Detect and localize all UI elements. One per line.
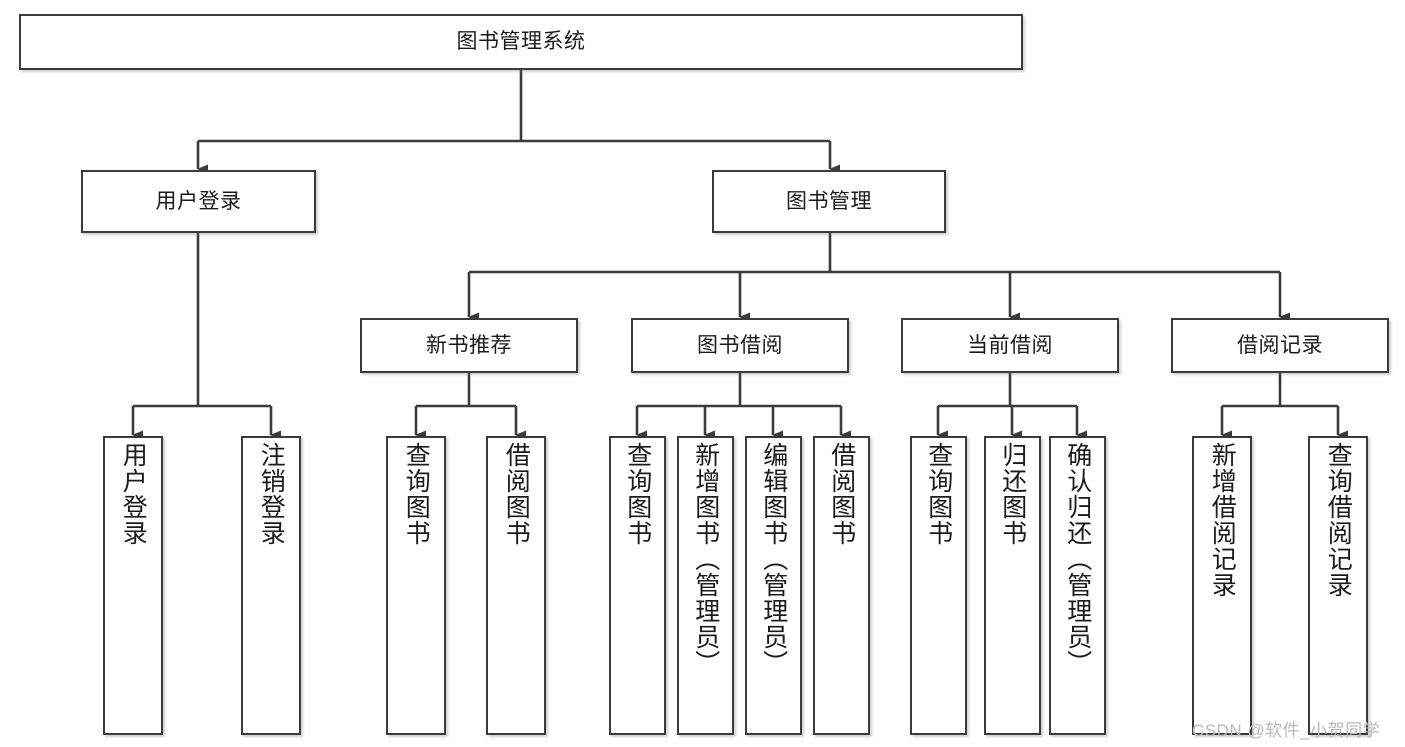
- node-current-borrow[interactable]: 当前借阅: [901, 318, 1119, 373]
- node-label: 查询图书: [924, 442, 953, 546]
- node-leaf-bb-edit-book[interactable]: 编辑图书（管理员）: [745, 436, 802, 735]
- node-label: 新增图书（管理员）: [691, 442, 720, 676]
- node-label: 归还图书: [998, 442, 1027, 546]
- node-leaf-logout[interactable]: 注销登录: [241, 436, 301, 735]
- node-label: 图书管理系统: [456, 30, 586, 54]
- node-label: 确认归还（管理员）: [1063, 442, 1092, 676]
- node-label: 查询图书: [623, 442, 652, 546]
- node-label: 查询借阅记录: [1324, 442, 1353, 598]
- node-leaf-user-login[interactable]: 用户登录: [103, 436, 163, 735]
- node-label: 图书管理: [786, 189, 872, 213]
- node-label: 借阅记录: [1237, 333, 1323, 357]
- node-new-book-rec[interactable]: 新书推荐: [360, 318, 578, 373]
- node-label: 注销登录: [257, 442, 286, 546]
- node-borrow-record[interactable]: 借阅记录: [1171, 318, 1389, 373]
- node-label: 编辑图书（管理员）: [759, 442, 788, 676]
- node-leaf-cb-confirm-return[interactable]: 确认归还（管理员）: [1049, 436, 1106, 735]
- node-leaf-rec-query-book[interactable]: 查询图书: [386, 436, 446, 735]
- node-label: 图书借阅: [697, 333, 783, 357]
- node-leaf-br-query-record[interactable]: 查询借阅记录: [1308, 436, 1368, 735]
- node-label: 新增借阅记录: [1208, 442, 1237, 598]
- node-leaf-bb-add-book[interactable]: 新增图书（管理员）: [677, 436, 734, 735]
- node-leaf-bb-query-book[interactable]: 查询图书: [609, 436, 666, 735]
- node-label: 查询图书: [402, 442, 431, 546]
- node-label: 用户登录: [155, 189, 242, 213]
- node-label: 新书推荐: [426, 333, 512, 357]
- node-leaf-br-add-record[interactable]: 新增借阅记录: [1192, 436, 1252, 735]
- node-label: 借阅图书: [502, 442, 531, 546]
- node-book-borrow[interactable]: 图书借阅: [631, 318, 849, 373]
- node-leaf-rec-borrow-book[interactable]: 借阅图书: [486, 436, 546, 735]
- node-leaf-cb-query-book[interactable]: 查询图书: [910, 436, 967, 735]
- node-book-manage[interactable]: 图书管理: [712, 170, 946, 233]
- csdn-watermark: CSDN @软件_小贺同学: [1192, 721, 1381, 740]
- node-label: 当前借阅: [967, 333, 1053, 357]
- node-leaf-cb-return-book[interactable]: 归还图书: [984, 436, 1041, 735]
- node-user-login[interactable]: 用户登录: [81, 170, 316, 233]
- node-leaf-bb-borrow-book[interactable]: 借阅图书: [813, 436, 870, 735]
- node-label: 借阅图书: [827, 442, 856, 546]
- node-label: 用户登录: [119, 442, 148, 546]
- node-root[interactable]: 图书管理系统: [19, 14, 1023, 70]
